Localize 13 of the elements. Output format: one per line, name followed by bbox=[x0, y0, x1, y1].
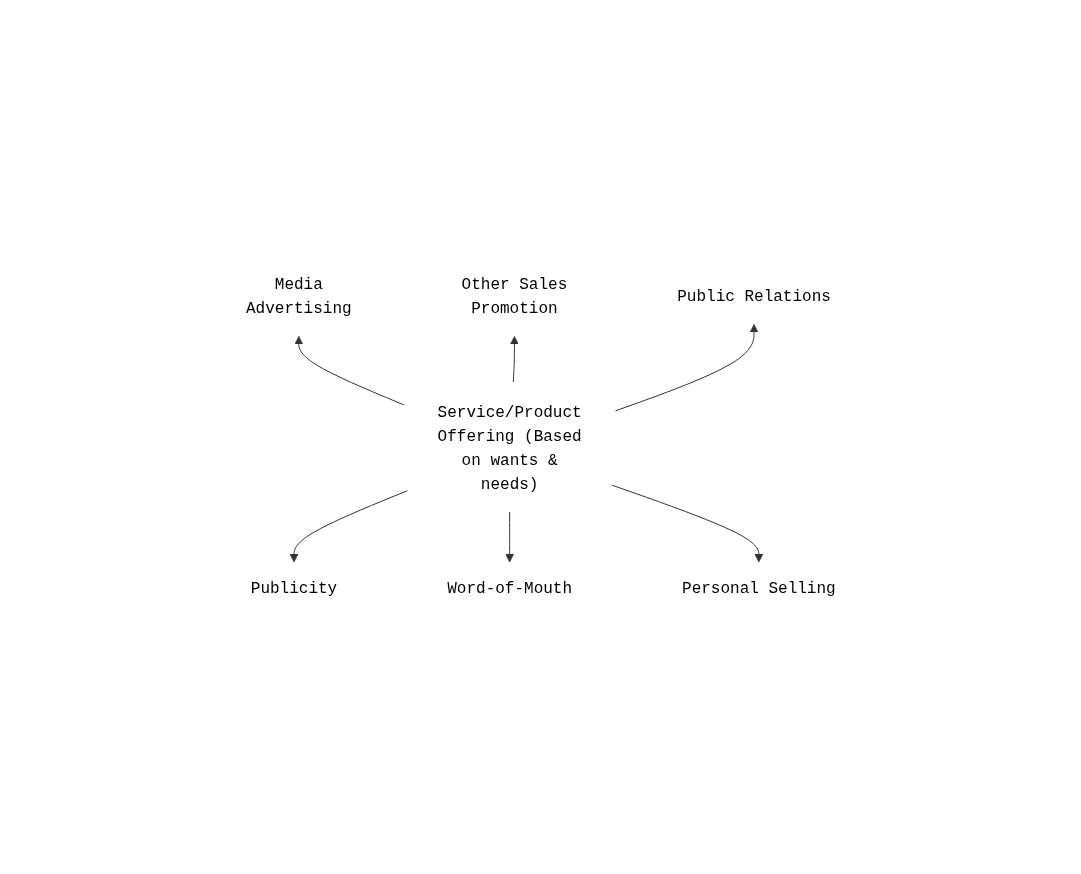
node-text: Word-of-Mouth bbox=[446, 580, 572, 598]
node-text: Publicity bbox=[250, 580, 337, 598]
arrow bbox=[294, 336, 405, 406]
arrow bbox=[610, 484, 763, 563]
node-text: Service/Product Offering (Based on wants & needs) bbox=[437, 404, 582, 494]
node-text: Media Advertising bbox=[245, 276, 352, 318]
node-text: Personal Selling bbox=[681, 580, 836, 598]
arrow bbox=[614, 324, 759, 412]
node-text: Public Relations bbox=[676, 288, 831, 306]
arrow bbox=[509, 336, 519, 383]
node-text: Other Sales Promotion bbox=[461, 276, 567, 318]
arrow bbox=[289, 490, 408, 563]
arrow bbox=[504, 511, 514, 563]
